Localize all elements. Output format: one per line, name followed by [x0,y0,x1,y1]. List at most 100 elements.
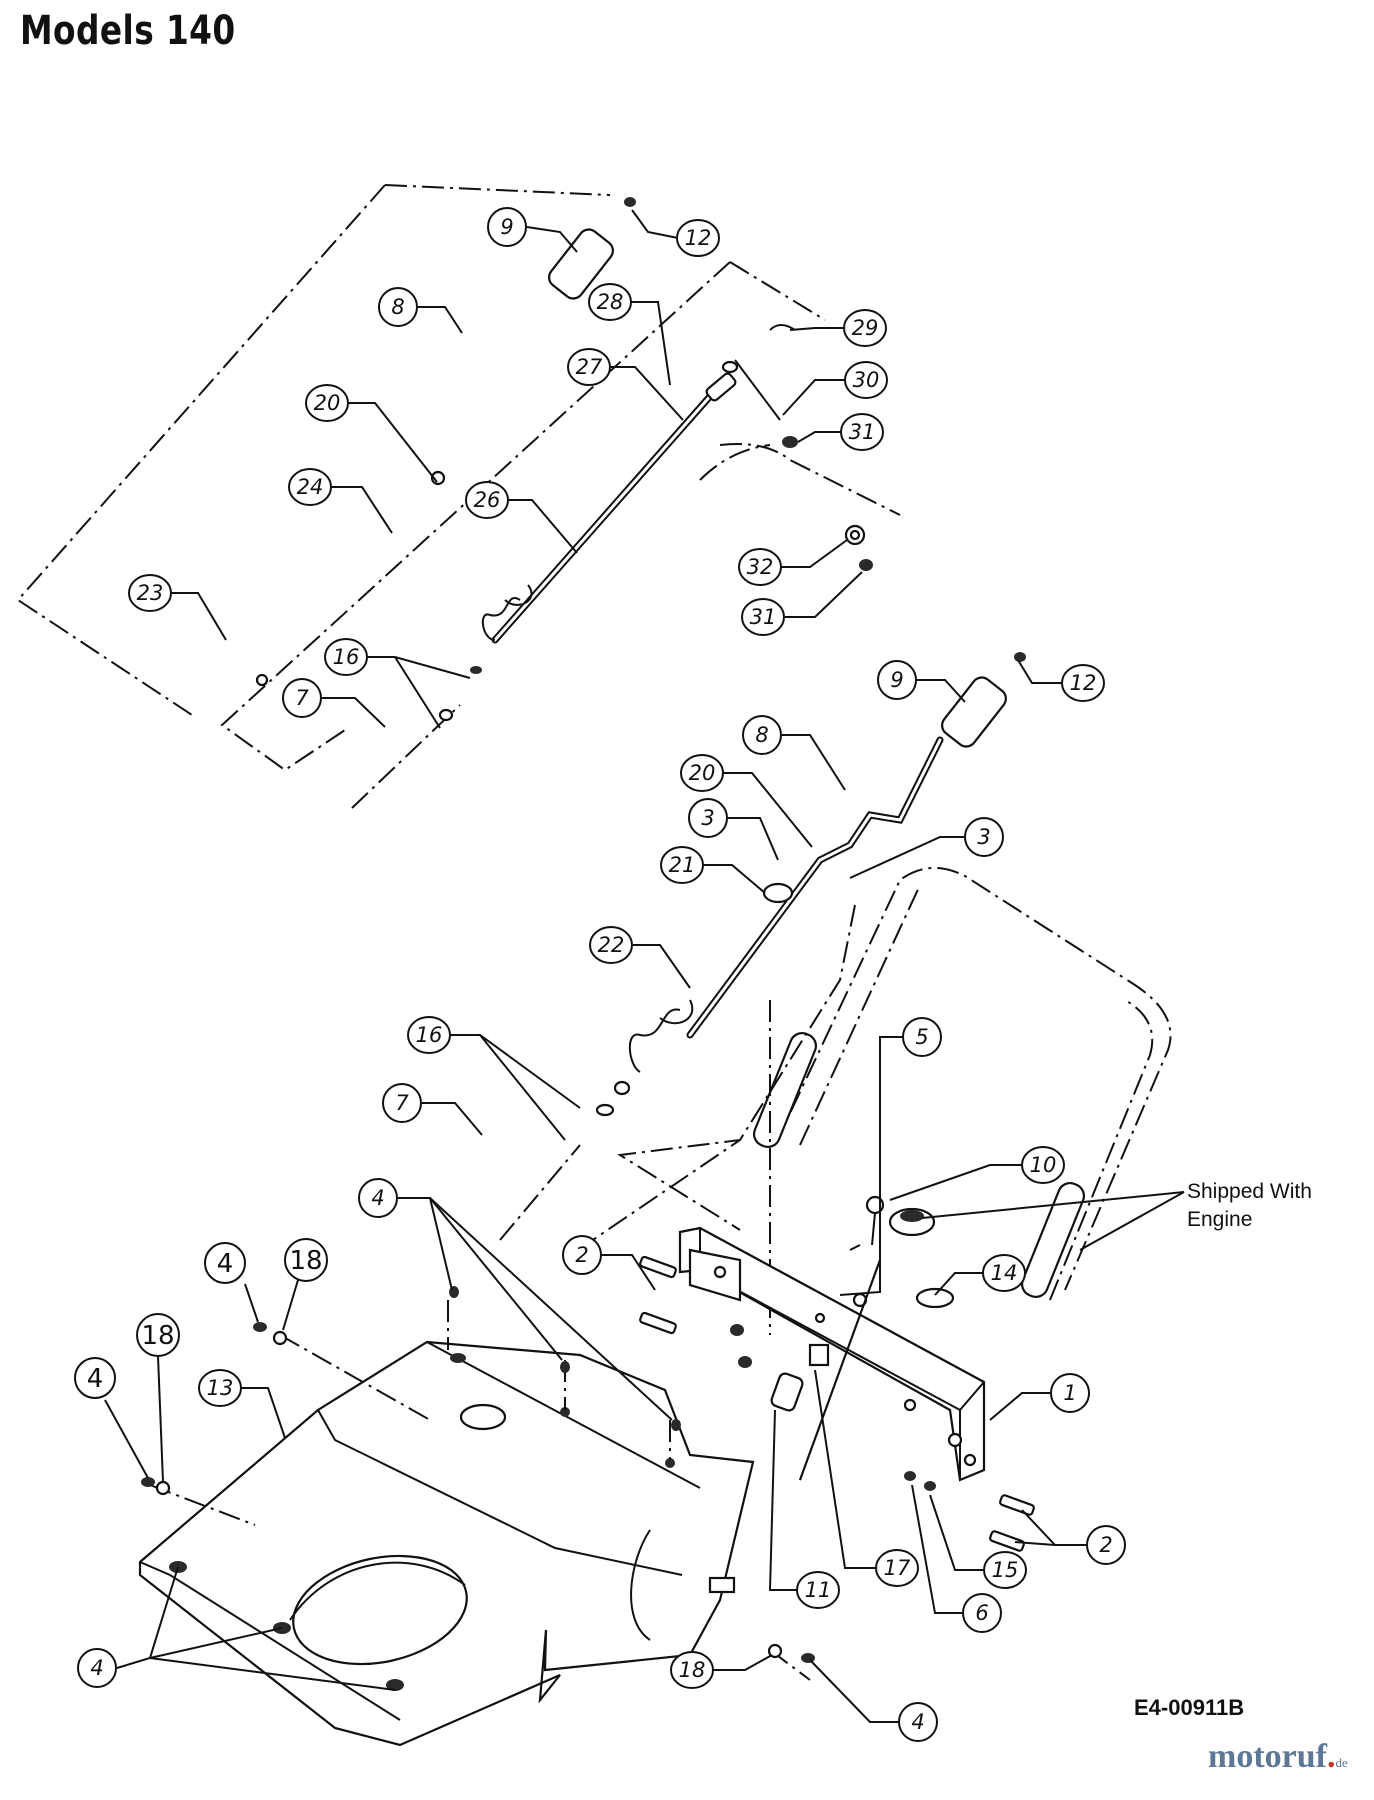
cover-fasteners [141,1286,815,1681]
callout-top-20: 20 [305,384,438,483]
svg-text:4: 4 [87,1364,104,1394]
drawing-code: E4-00911B [1134,1695,1245,1720]
callout-mid-15: 15 [929,1494,1027,1589]
svg-text:9: 9 [500,215,513,239]
callout-mid-17: 17 [814,1369,919,1587]
callout-mid-5: 5 [839,1017,942,1296]
inset-phantom-lines [16,184,901,809]
svg-text:23: 23 [137,581,164,605]
callout-top-12: 12 [631,209,720,257]
svg-text:20: 20 [689,761,716,785]
svg-text:16: 16 [416,1023,443,1047]
callout-mid-21: 21 [660,846,766,894]
svg-text:2: 2 [1099,1533,1112,1557]
svg-text:4: 4 [911,1710,924,1734]
handle-grip-left [752,1032,818,1148]
svg-text:6: 6 [975,1601,988,1625]
callout-top-16: 16 [324,638,471,729]
callout-mid-7: 7 [382,1083,483,1136]
svg-text:22: 22 [598,933,625,957]
svg-text:11: 11 [805,1578,832,1602]
svg-text:4: 4 [90,1656,103,1680]
callout-mid-16: 16 [407,1016,581,1141]
callout-top-31b: 31 [741,571,863,636]
svg-text:14: 14 [991,1261,1018,1285]
callout-low-18a: 18 [282,1238,328,1331]
svg-text:3: 3 [977,825,990,849]
callout-mid-14: 14 [934,1254,1026,1296]
engine-cover [138,1340,755,1747]
callout-low-4e: 4 [809,1659,938,1742]
callout-mid-10: 10 [889,1146,1065,1201]
callout-top-28: 28 [588,283,671,386]
svg-text:21: 21 [669,853,696,877]
svg-text:27: 27 [576,355,603,379]
svg-text:18: 18 [289,1246,322,1276]
svg-text:31: 31 [750,605,777,629]
callout-top-7: 7 [282,678,386,728]
svg-text:9: 9 [890,668,903,692]
callout-mid-3b: 3 [849,817,1004,879]
callout-mid-6: 6 [911,1484,1002,1633]
svg-text:8: 8 [755,723,768,747]
brand-dot: . [1326,1738,1336,1775]
rod-knob-top [548,228,614,300]
handle-grip-right [1020,1182,1086,1298]
svg-text:30: 30 [853,368,880,392]
callout-top-26: 26 [465,481,578,554]
callout-top-32: 32 [738,539,848,586]
svg-text:18: 18 [679,1658,706,1682]
callout-mid-22: 22 [589,926,691,989]
brand-tld: de [1335,1755,1348,1770]
callout-low-4a: 4 [358,1178,673,1421]
note-line-1: Shipped With [1187,1180,1312,1203]
brand-main: motoruf [1208,1738,1327,1775]
callout-top-29: 29 [789,309,887,347]
callout-top-30: 30 [782,361,888,416]
svg-text:18: 18 [141,1321,174,1351]
svg-text:4: 4 [371,1186,384,1210]
svg-text:7: 7 [295,686,309,710]
callout-mid-20: 20 [680,754,813,848]
note-line-2: Engine [1187,1208,1252,1231]
callout-mid-12: 12 [1017,659,1105,702]
svg-text:29: 29 [852,316,879,340]
brand-logo: motoruf.de [1208,1738,1348,1776]
svg-text:12: 12 [1070,671,1097,695]
callout-mid-1: 1 [989,1373,1090,1421]
callout-top-27: 27 [567,348,684,421]
svg-text:31: 31 [849,420,876,444]
callout-top-23: 23 [128,574,227,641]
svg-text:2: 2 [575,1243,588,1267]
inset-chute-rod [438,197,873,722]
callout-mid-8: 8 [742,715,846,791]
svg-text:7: 7 [395,1091,409,1115]
svg-text:12: 12 [685,226,712,250]
cover-opening-large [292,1554,468,1666]
svg-text:3: 3 [701,806,714,830]
svg-text:28: 28 [597,290,624,314]
svg-text:20: 20 [314,391,341,415]
cover-opening-small [459,1403,507,1431]
handle-frame-phantom [499,866,1172,1335]
svg-text:13: 13 [207,1376,234,1400]
main-shift-rod [595,652,1026,1117]
svg-text:16: 16 [333,645,360,669]
callout-top-31a: 31 [797,413,884,451]
callout-low-18b: 18 [136,1313,180,1483]
callout-top-8: 8 [378,287,463,334]
callout-mid-9: 9 [877,660,966,703]
svg-text:32: 32 [747,555,774,579]
svg-text:15: 15 [992,1558,1019,1582]
svg-text:1: 1 [1063,1381,1076,1405]
callout-low-4b: 4 [204,1242,259,1323]
svg-text:26: 26 [474,488,501,512]
callout-low-18c: 18 [670,1651,773,1689]
inset-shift-rod [255,228,614,687]
svg-text:4: 4 [217,1249,234,1279]
callout-mid-2b: 2 [1014,1509,1126,1565]
rod-knob-main [941,676,1007,748]
svg-text:8: 8 [391,295,404,319]
callout-top-9: 9 [487,207,578,253]
